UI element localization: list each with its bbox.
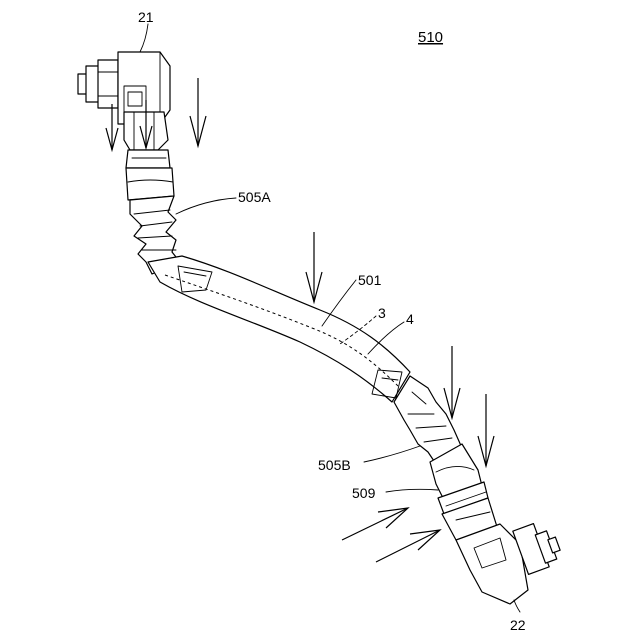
arrow-8 — [376, 530, 440, 562]
label-4: 4 — [406, 311, 414, 327]
arrow-1 — [190, 78, 206, 146]
arrow-4 — [306, 232, 322, 302]
arrow-2 — [106, 104, 118, 150]
connector-bottom — [442, 498, 560, 604]
label-505A: 505A — [238, 189, 271, 205]
label-509: 509 — [352, 485, 376, 501]
arrow-7 — [342, 508, 408, 540]
connector-top — [78, 52, 174, 200]
arrow-5 — [444, 346, 460, 418]
label-21: 21 — [138, 9, 154, 25]
arrow-6 — [478, 394, 494, 466]
figure-number: 510 — [418, 29, 443, 46]
label-501: 501 — [358, 272, 382, 288]
label-505B: 505B — [318, 457, 351, 473]
label-22: 22 — [510, 617, 526, 633]
label-3: 3 — [378, 305, 386, 321]
